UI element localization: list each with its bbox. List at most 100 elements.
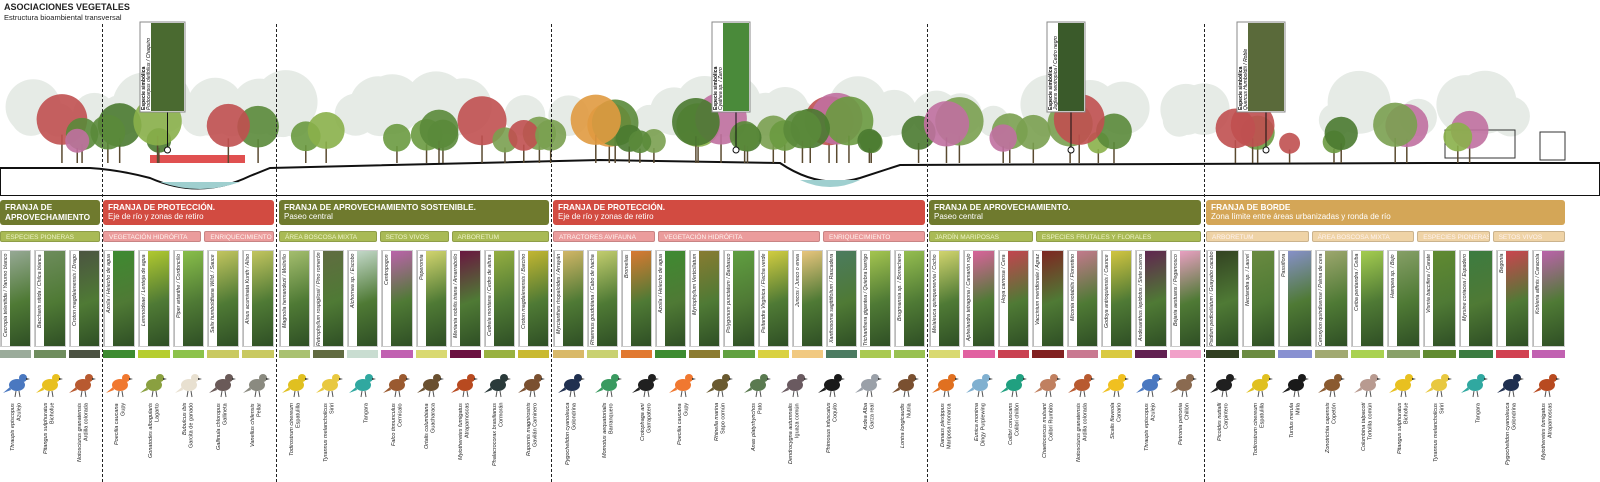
callout-label: Especie simbólica	[713, 66, 719, 110]
plant-color-swatch	[757, 350, 789, 358]
bridge	[150, 155, 245, 163]
subcategory-label: ATRACTORES AVIFAUNA	[553, 231, 655, 242]
animal-scientific-name: Chaetocercus mulsant	[1041, 403, 1048, 458]
animal-icon	[315, 374, 343, 398]
plant-column: Piper artanthe / Cordoncillo	[172, 250, 205, 358]
animal-common-name: Espatulilla	[295, 403, 302, 429]
tree-canopy	[1443, 122, 1473, 152]
plant-color-swatch	[0, 350, 32, 358]
plant-color-swatch	[172, 350, 205, 358]
zone-divider	[276, 24, 277, 482]
subcategory-label: ENRIQUECIMIENTO	[823, 231, 925, 242]
zone-title: FRANJA DE PROTECCIÓN.	[558, 202, 666, 212]
plant-photo: Myrsine coriacea / Espadero	[1459, 250, 1493, 347]
animal-common-name: Atrapamoscas	[1547, 403, 1554, 439]
plant-photo: Retrophyllum rospigliosii / Pino romerón	[313, 250, 345, 347]
zone-title: FRANJA DE APROVECHAMIENTO.	[934, 202, 1071, 212]
plant-color-swatch	[242, 350, 274, 358]
plant-name: Myrcianthes rhopaloides / Arrayán	[554, 251, 563, 346]
plant-column: Lemnoideae / Lenteja de agua	[137, 250, 170, 358]
animal-common-name: Barranquero	[608, 403, 615, 434]
plant-color-swatch	[859, 350, 891, 358]
plant-color-swatch	[415, 350, 447, 358]
plant-photo: Melaleuca quinquenervia / Cocho	[929, 250, 961, 347]
tree-canopy	[419, 109, 459, 149]
tree-canopy	[535, 119, 567, 151]
species-photo	[151, 23, 184, 111]
plant-color-swatch	[825, 350, 857, 358]
animal-icon	[1497, 374, 1525, 398]
plant-name: Xanthosoma sagittifolium / Rascadera	[826, 251, 836, 346]
tree-canopy	[206, 103, 250, 148]
plant-column: Kohleria affinis / Caracola	[1531, 250, 1566, 358]
subcategory-label: VEGETACIÓN HIDRÓFITA	[103, 231, 202, 242]
callout-species: Juglans neotropica / Cedro negro	[1053, 36, 1059, 111]
callout-species: Cyathea sp. / Zarro	[718, 67, 724, 110]
plant-name: Myrsine coriacea / Espadero	[1460, 251, 1470, 346]
animal-common-name: Garza real	[869, 403, 876, 429]
plant-color-swatch	[1169, 350, 1201, 358]
animal-scientific-name: Phalacrocorax brasilianus	[491, 403, 498, 466]
animal-icon	[208, 374, 236, 398]
animal-icon	[1353, 374, 1381, 398]
animal-common-name: Mirla	[1295, 403, 1302, 415]
plant-photo: Bejaria aestuans / Pegamosco	[1169, 250, 1201, 347]
plant-name: Polygonum punctatum / Barbasco	[724, 251, 734, 346]
animal-common-name: Espatulilla	[1259, 403, 1266, 429]
tree-canopy	[457, 96, 507, 146]
animal-icon	[140, 374, 168, 398]
zone-subtitle: Eje de río y zonas de retiro	[108, 212, 204, 221]
plant-name: Salix humboldtiana Willd. / Sauce	[208, 251, 218, 346]
zone-header: FRANJA DE APROVECHAMIENTO.Paseo central	[929, 200, 1201, 225]
animal-scientific-name: Eunica monima	[973, 403, 980, 441]
plant-name: Peltandra Virginica / Flecha verde	[758, 251, 768, 346]
plant-color-swatch	[1531, 350, 1566, 358]
plant-column: Peperomia	[415, 250, 447, 358]
plant-column: Xanthosoma sagittifolium / Rascadera	[825, 250, 857, 358]
plant-column: Myriophyllum Verticillatum	[689, 250, 721, 358]
animal-icon	[1170, 374, 1197, 398]
plant-photo: Andesanthus lepidotus / Siete cueros	[1135, 250, 1167, 347]
plant-photo: Xanthosoma sagittifolium / Rascadera	[825, 250, 857, 347]
animal-common-name: Tangara	[1475, 403, 1482, 423]
tree-canopy	[570, 94, 621, 145]
animal-scientific-name: Falco tinnunculus	[390, 403, 397, 446]
plant-color-swatch	[1032, 350, 1064, 358]
animal-common-name: Gallineta	[222, 403, 229, 425]
fauna-item: Tangara	[347, 365, 381, 469]
species-photo	[723, 23, 749, 111]
plant-color-swatch	[553, 350, 585, 358]
plant-column: Melaleuca quinquenervia / Cocho	[929, 250, 961, 358]
plant-name: Croton magdalenensis / Drago	[69, 251, 79, 346]
plant-column: Vaccinium meridionale / Agraz	[1032, 250, 1064, 358]
callout-label: Especie simbólica	[141, 66, 147, 110]
animal-scientific-name: Zonotrichia capensis	[1325, 403, 1332, 454]
animal-common-name: Gupy	[120, 403, 127, 417]
plant-name: Andesanthus lepidotus / Siete cueros	[1136, 251, 1146, 346]
plant-photo: Miconia notabilis / Florentino	[1066, 250, 1098, 347]
subcategory-label: ARBORETUM	[451, 231, 549, 242]
plant-name: Peperomia	[416, 251, 426, 346]
plant-name: Croton magdalenensis / Barcino	[518, 251, 528, 346]
tree-canopy	[1015, 114, 1051, 150]
animal-scientific-name: Colibri coruscans	[1007, 403, 1014, 446]
